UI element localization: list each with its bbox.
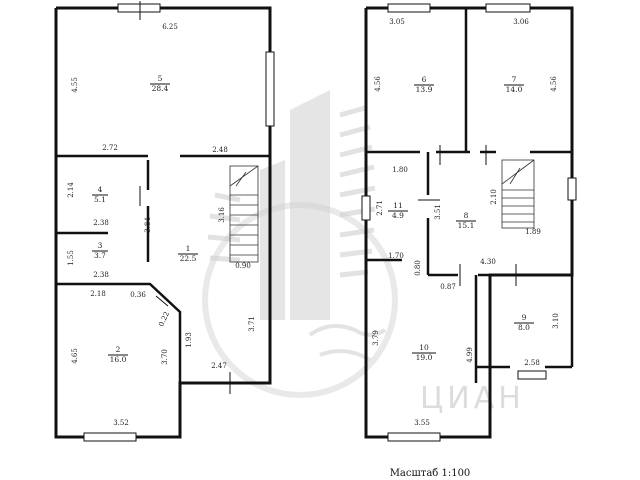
scale-label: Масштаб 1:100 bbox=[390, 468, 471, 479]
dim-label: 2.71 bbox=[376, 200, 384, 216]
floor-1-stairs bbox=[229, 165, 259, 263]
dim-label: 3.06 bbox=[513, 18, 529, 26]
dim-label: 2.58 bbox=[524, 359, 540, 367]
room-4-number: 4 bbox=[98, 185, 103, 194]
dim-label: 0.80 bbox=[414, 260, 422, 276]
window bbox=[517, 370, 547, 380]
room-9-area: 8.0 bbox=[518, 323, 530, 332]
dim-label: 4.30 bbox=[480, 258, 496, 266]
dim-label: 3.79 bbox=[372, 330, 380, 346]
dim-label: 4.56 bbox=[550, 76, 558, 92]
dim-label: 2.10 bbox=[490, 189, 498, 205]
room-7-number: 7 bbox=[512, 75, 517, 84]
floor-1-plan bbox=[54, 1, 275, 442]
dim-label: 3.52 bbox=[113, 419, 129, 427]
dim-label: 4.56 bbox=[374, 76, 382, 92]
dim-label: 4.65 bbox=[71, 348, 79, 364]
dim-label: 2.47 bbox=[211, 362, 227, 370]
dim-label: 2.72 bbox=[102, 144, 118, 152]
dim-label: 1.80 bbox=[392, 166, 408, 174]
dim-label: 1.70 bbox=[388, 252, 404, 260]
dim-label: 0.22 bbox=[157, 310, 171, 328]
watermark-text: ЦИАН bbox=[420, 381, 525, 416]
dim-label: 0.87 bbox=[440, 283, 456, 291]
dim-label: 2.18 bbox=[90, 290, 106, 298]
dim-label: 0.36 bbox=[130, 291, 146, 299]
room-11-area: 4.9 bbox=[392, 211, 404, 220]
dim-label: 3.71 bbox=[248, 316, 256, 332]
room-3-area: 3.7 bbox=[94, 251, 106, 260]
floor-2-plan bbox=[361, 3, 577, 442]
window bbox=[265, 51, 275, 127]
dim-label: 0.90 bbox=[235, 262, 251, 270]
dim-label: 2.38 bbox=[93, 271, 109, 279]
window bbox=[485, 3, 531, 13]
room-6-area: 13.9 bbox=[416, 85, 433, 94]
room-5-number: 5 bbox=[158, 74, 163, 83]
dim-label: 3.51 bbox=[434, 204, 442, 220]
room-3-number: 3 bbox=[98, 241, 103, 250]
room-5-area: 28.4 bbox=[152, 84, 169, 93]
room-8-area: 15.1 bbox=[458, 221, 475, 230]
room-9-number: 9 bbox=[522, 313, 527, 322]
room-4-area: 5.1 bbox=[94, 195, 106, 204]
dim-label: 1.89 bbox=[525, 228, 541, 236]
dim-label: 3.55 bbox=[414, 419, 430, 427]
window bbox=[83, 432, 137, 442]
window bbox=[117, 3, 161, 13]
dim-label: 2.38 bbox=[93, 219, 109, 227]
dim-label: 3.70 bbox=[161, 349, 169, 365]
window bbox=[387, 3, 431, 13]
room-7-area: 14.0 bbox=[506, 85, 523, 94]
room-2-area: 16.0 bbox=[110, 355, 127, 364]
dim-label: 4.99 bbox=[466, 347, 474, 363]
dim-label: 2.14 bbox=[67, 182, 75, 198]
dim-label: 3.10 bbox=[552, 313, 560, 329]
dim-label: 3.84 bbox=[144, 217, 152, 233]
room-8-number: 8 bbox=[464, 211, 469, 220]
dim-label: 1.93 bbox=[185, 332, 193, 348]
room-10-area: 19.0 bbox=[416, 353, 433, 362]
dim-label: 3.05 bbox=[389, 18, 405, 26]
room-11-number: 11 bbox=[393, 201, 403, 210]
room-6-number: 6 bbox=[422, 75, 427, 84]
floor-2-stairs bbox=[501, 159, 535, 229]
dim-label: 4.55 bbox=[71, 77, 79, 93]
window bbox=[361, 195, 371, 221]
room-10-number: 10 bbox=[419, 343, 429, 352]
dim-label: 6.25 bbox=[162, 23, 178, 31]
room-1-number: 1 bbox=[186, 244, 191, 253]
dim-label: 1.55 bbox=[67, 250, 75, 266]
room-2-number: 2 bbox=[116, 345, 121, 354]
dim-label: 2.48 bbox=[212, 146, 228, 154]
room-1-area: 22.5 bbox=[180, 254, 197, 263]
dim-label: 3.16 bbox=[218, 207, 226, 223]
window bbox=[567, 177, 577, 201]
window bbox=[387, 432, 441, 442]
